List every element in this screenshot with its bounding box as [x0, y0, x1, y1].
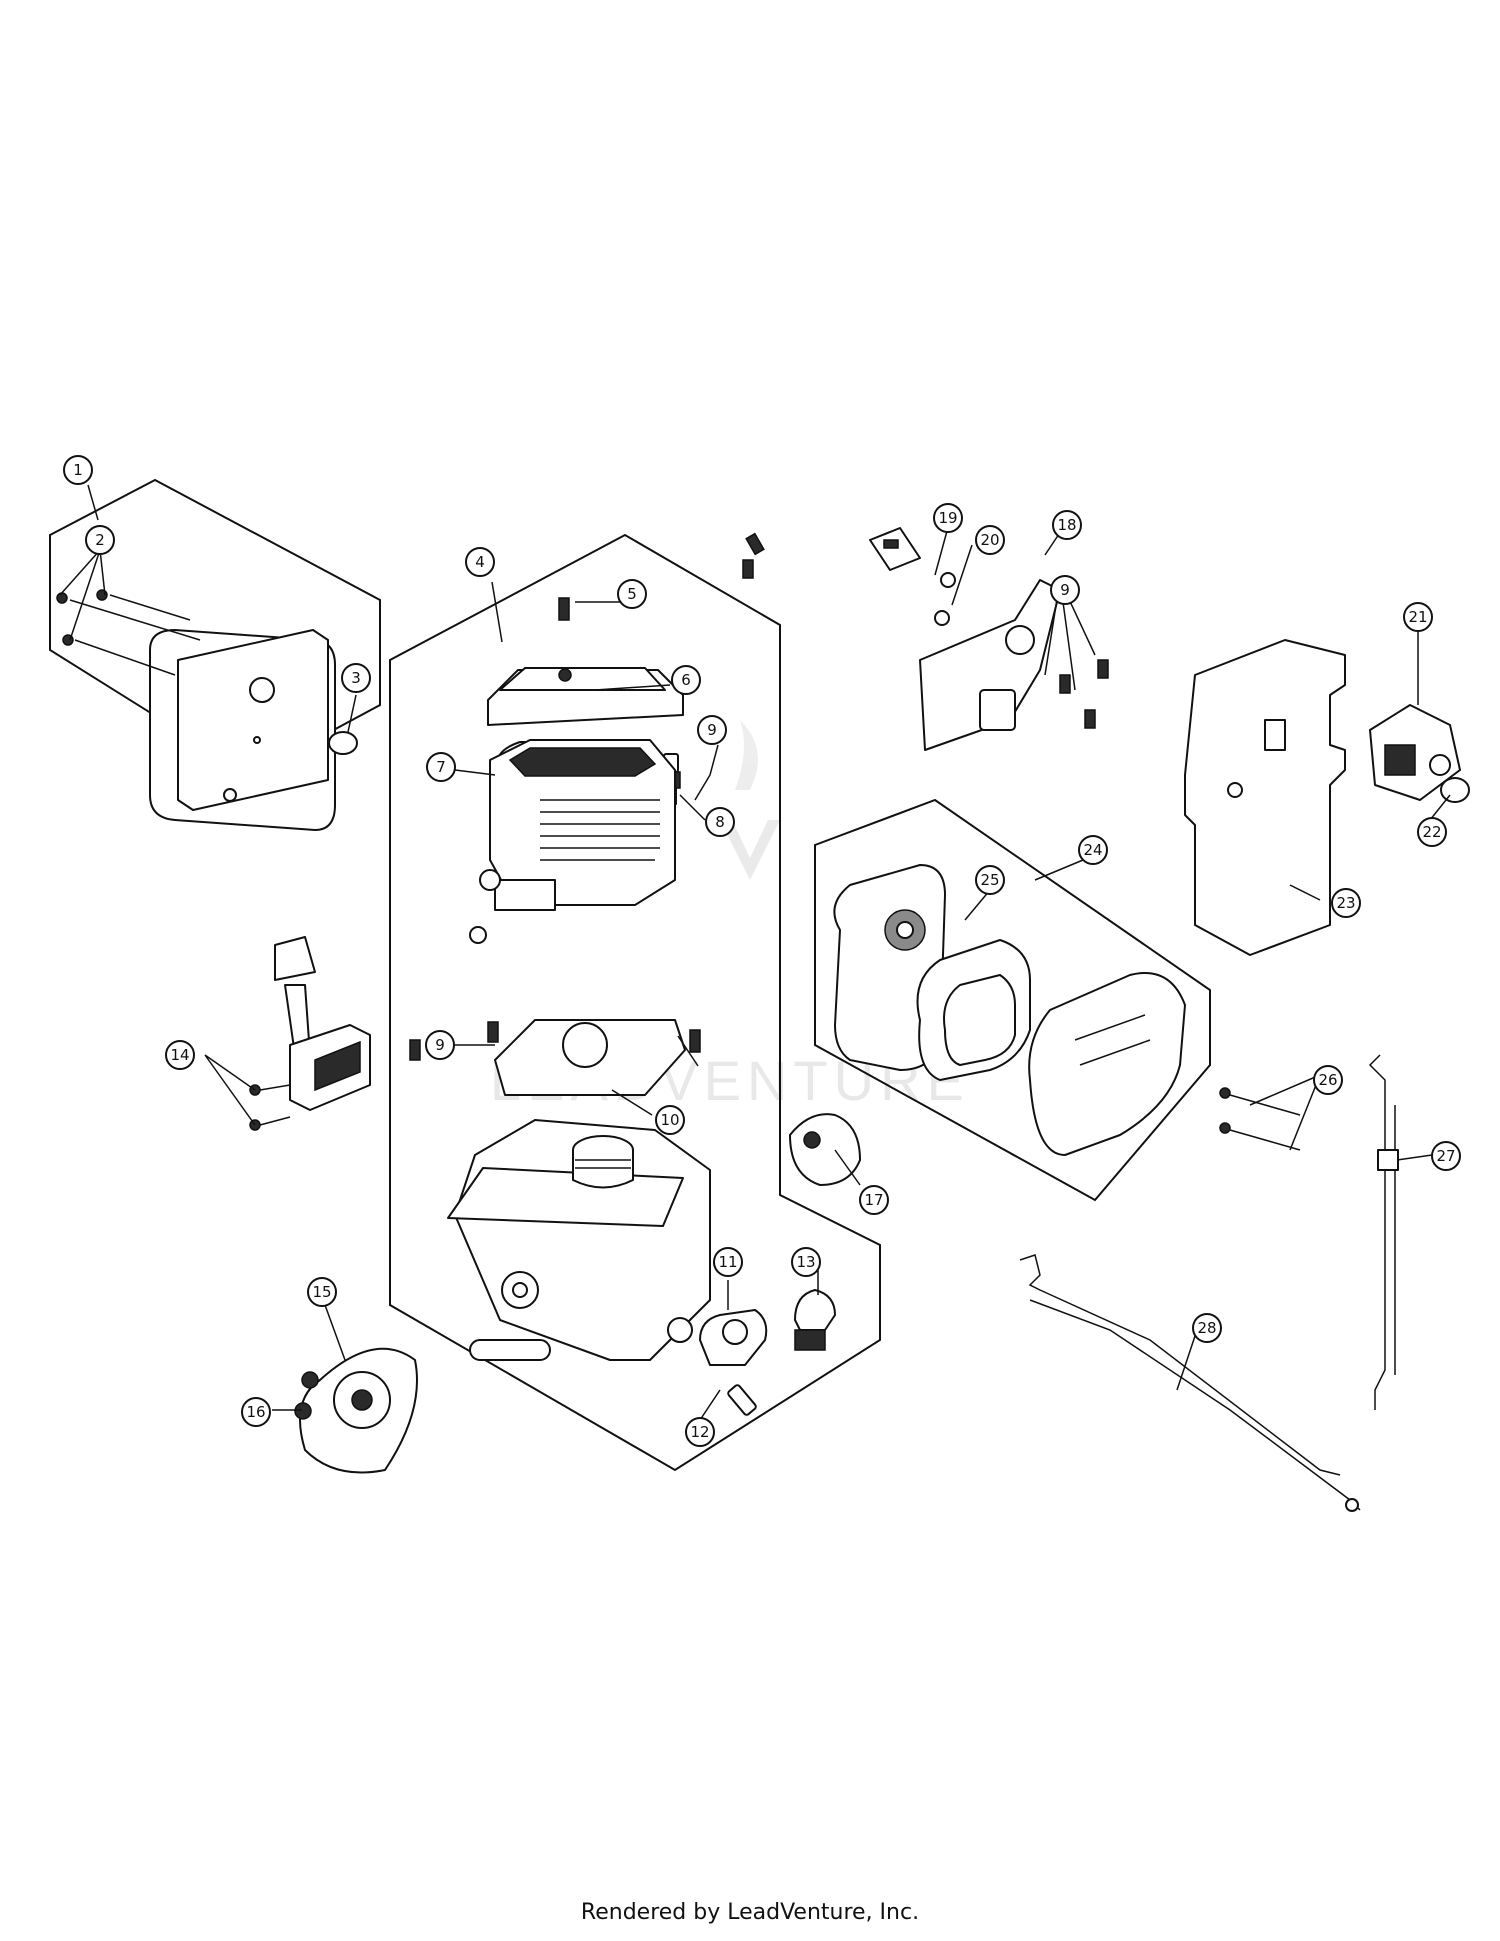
flywheel — [299, 1347, 418, 1474]
svg-text:3: 3 — [351, 669, 361, 687]
crankcase-with-piston — [447, 1119, 711, 1361]
callout-6: 6 — [671, 665, 701, 695]
svg-text:27: 27 — [1436, 1147, 1455, 1165]
svg-text:20: 20 — [980, 531, 999, 549]
gasket-ring — [328, 731, 358, 755]
svg-text:19: 19 — [938, 509, 957, 527]
svg-text:6: 6 — [681, 671, 691, 689]
svg-text:28: 28 — [1197, 1319, 1216, 1337]
intake-bolt — [727, 1384, 757, 1416]
callout-13: 13 — [791, 1247, 821, 1277]
cover-bolts — [1229, 1094, 1301, 1151]
callout-3: 3 — [341, 663, 371, 693]
flywheel-nut — [294, 1402, 312, 1420]
svg-text:9: 9 — [1060, 581, 1070, 599]
callout-10: 10 — [655, 1105, 685, 1135]
wire-harness — [1019, 1254, 1361, 1512]
callout-27: 27 — [1431, 1141, 1461, 1171]
air-filter-group-outline — [814, 798, 1211, 1202]
svg-text:23: 23 — [1336, 894, 1355, 912]
svg-text:11: 11 — [718, 1253, 737, 1271]
recoil-assembly-part — [789, 1113, 861, 1186]
svg-text:18: 18 — [1057, 516, 1076, 534]
throttle-cable — [1368, 1054, 1399, 1410]
carburetor — [1369, 704, 1461, 801]
callout-15: 15 — [307, 1277, 337, 1307]
svg-text:21: 21 — [1408, 608, 1427, 626]
screws — [409, 532, 1109, 1061]
footer-credit: Rendered by LeadVenture, Inc. — [580, 1900, 920, 1925]
callout-9c: 9 — [1050, 575, 1080, 605]
svg-text:2: 2 — [95, 531, 105, 549]
callout-9a: 9 — [697, 715, 727, 745]
heat-shield-plate — [1184, 639, 1346, 956]
svg-text:9: 9 — [435, 1036, 445, 1054]
svg-text:7: 7 — [436, 758, 446, 776]
svg-text:9: 9 — [707, 721, 717, 739]
callout-1: 1 — [63, 455, 93, 485]
muffler — [56, 589, 336, 831]
svg-text:15: 15 — [312, 1283, 331, 1301]
svg-text:13: 13 — [796, 1253, 815, 1271]
callout-17: 17 — [859, 1185, 889, 1215]
callout-5: 5 — [617, 579, 647, 609]
svg-text:12: 12 — [690, 1423, 709, 1441]
svg-text:5: 5 — [627, 585, 637, 603]
nut — [940, 572, 956, 588]
callout-19: 19 — [933, 503, 963, 533]
callout-23: 23 — [1331, 888, 1361, 918]
carburetor-gasket — [1440, 777, 1470, 803]
callout-8: 8 — [705, 807, 735, 837]
svg-text:1: 1 — [73, 461, 83, 479]
callout-28: 28 — [1192, 1313, 1222, 1343]
svg-text:8: 8 — [715, 813, 725, 831]
air-filter-base — [833, 864, 946, 1071]
air-filter-cover — [1028, 972, 1186, 1156]
primer-fitting — [794, 1289, 836, 1351]
callout-12: 12 — [685, 1417, 715, 1447]
callout-22: 22 — [1417, 817, 1447, 847]
callout-11: 11 — [713, 1247, 743, 1277]
svg-text:10: 10 — [660, 1111, 679, 1129]
ignition-coil — [249, 936, 371, 1131]
svg-text:26: 26 — [1318, 1071, 1337, 1089]
intake-pipe — [699, 1309, 768, 1366]
svg-text:4: 4 — [475, 553, 485, 571]
callout-25: 25 — [975, 865, 1005, 895]
nut-2 — [934, 610, 950, 626]
callout-4: 4 — [465, 547, 495, 577]
svg-text:24: 24 — [1083, 841, 1102, 859]
svg-text:17: 17 — [864, 1191, 883, 1209]
muffler-group-outline — [49, 478, 381, 777]
cylinder-cover — [487, 667, 684, 726]
callout-18: 18 — [1052, 510, 1082, 540]
insulator-plate — [869, 527, 921, 571]
callouts: 1 2 3 4 5 6 7 8 9 9 9 10 11 12 13 14 15 … — [63, 455, 1461, 1447]
callout-26: 26 — [1313, 1065, 1343, 1095]
svg-text:16: 16 — [246, 1403, 265, 1421]
air-filter-element — [916, 939, 1031, 1081]
callout-24: 24 — [1078, 835, 1108, 865]
svg-text:14: 14 — [170, 1046, 189, 1064]
svg-text:25: 25 — [980, 871, 999, 889]
callout-16: 16 — [241, 1397, 271, 1427]
cylinder — [469, 739, 676, 944]
callout-21: 21 — [1403, 602, 1433, 632]
intake-bracket — [919, 579, 1061, 751]
leader-lines — [59, 484, 1451, 1421]
callout-14: 14 — [165, 1040, 195, 1070]
callout-2: 2 — [85, 525, 115, 555]
callout-9b: 9 — [425, 1030, 455, 1060]
callout-20: 20 — [975, 525, 1005, 555]
callout-7: 7 — [426, 752, 456, 782]
svg-text:22: 22 — [1422, 823, 1441, 841]
